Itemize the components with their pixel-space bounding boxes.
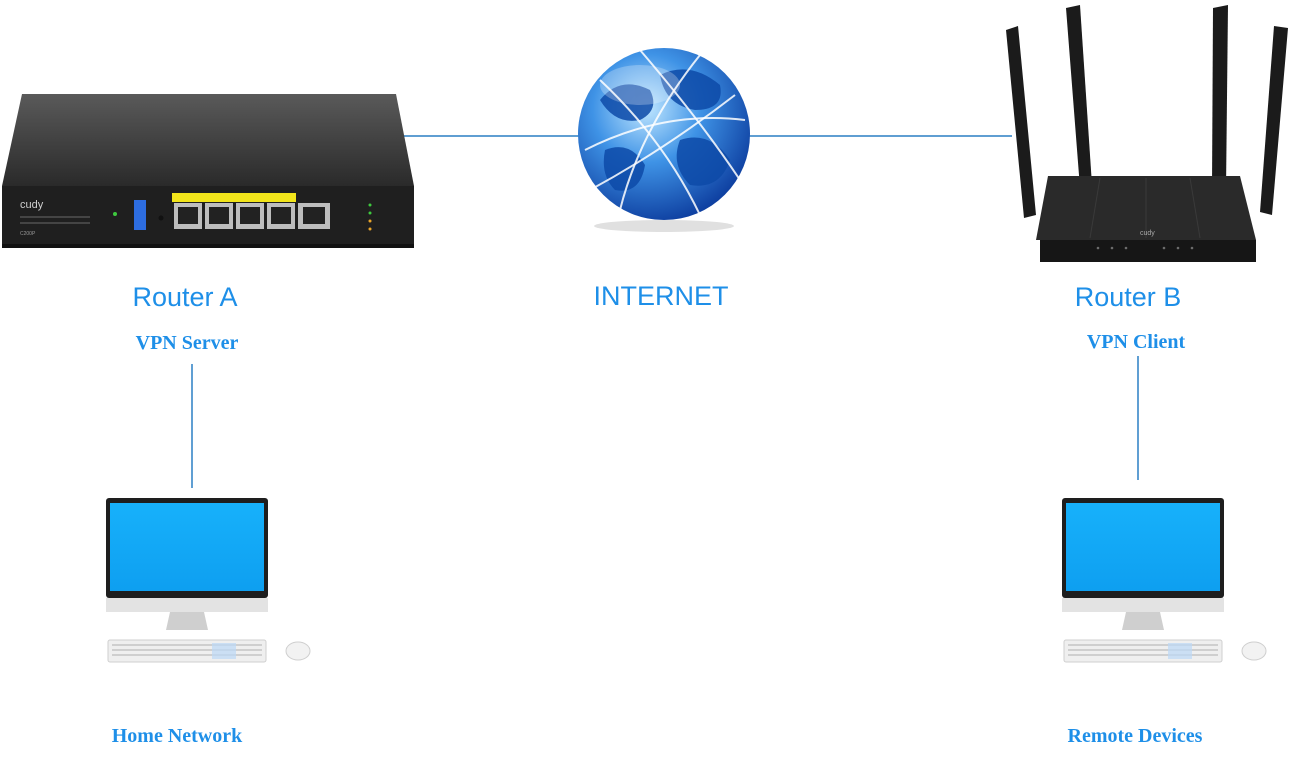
internet-title: INTERNET <box>593 281 729 311</box>
home-network-pc-icon <box>106 498 311 663</box>
router-b-title: Router B <box>1074 282 1182 312</box>
router-a-model: C200P <box>20 231 36 237</box>
router-b-device: cudy <box>1006 5 1288 262</box>
router-a-role: VPN Server <box>135 332 239 354</box>
router-b-role: VPN Client <box>1086 331 1186 353</box>
router-b-brand: cudy <box>1140 230 1155 237</box>
remote-devices-pc-icon <box>1062 498 1267 663</box>
router-a-title: Router A <box>132 282 238 312</box>
router-a-brand: cudy <box>20 199 44 211</box>
router-a-device: cudy C200P <box>2 94 414 248</box>
remote-devices-label: Remote Devices <box>1067 725 1203 747</box>
internet-globe-icon <box>578 48 750 232</box>
home-network-label: Home Network <box>111 725 243 747</box>
